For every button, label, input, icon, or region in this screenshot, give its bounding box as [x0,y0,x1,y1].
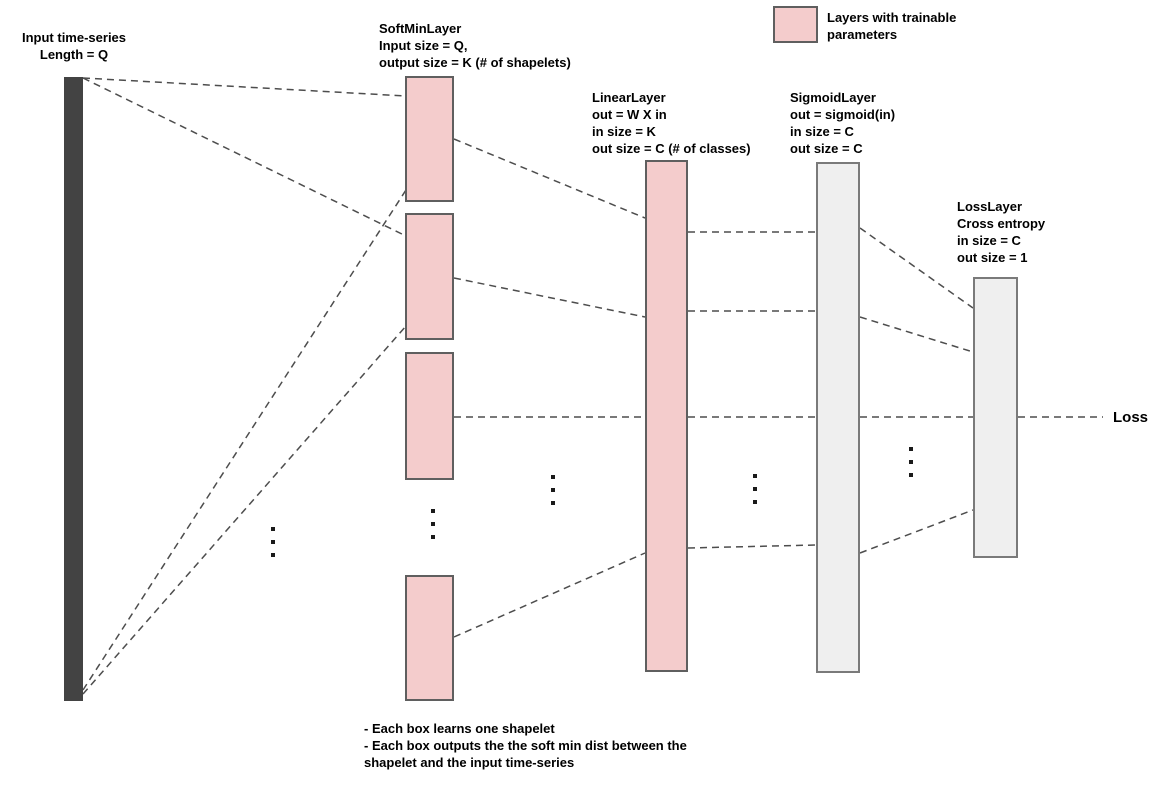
softmin-box-2 [405,213,454,340]
sigmoid-label-line2: out = sigmoid(in) [790,107,896,122]
notes-line2: - Each box outputs the the soft min dist… [364,738,687,753]
connection-line [859,316,974,353]
linear-label-line4: out size = C (# of classes) [592,141,751,156]
connection-line [453,277,646,318]
connection-line [82,77,407,237]
ellipsis-dot [753,487,757,491]
notes: - Each box learns one shapelet - Each bo… [364,720,687,771]
ellipsis-dot [551,501,555,505]
connection-line [687,544,817,549]
connection-line [453,552,646,638]
ellipsis-dot [551,475,555,479]
ellipsis-dot [753,500,757,504]
softmin-box-4 [405,575,454,701]
vertical-ellipsis [271,527,275,557]
ellipsis-dot [909,447,913,451]
softmin-label-line2: Input size = Q, [379,38,468,53]
sigmoid-label-line1: SigmoidLayer [790,90,876,105]
linear-label: LinearLayer out = W X in in size = K out… [592,89,751,157]
ellipsis-dot [909,473,913,477]
ellipsis-dot [753,474,757,478]
sigmoid-label: SigmoidLayer out = sigmoid(in) in size =… [790,89,895,157]
loss-layer-label: LossLayer Cross entropy in size = C out … [957,198,1045,266]
softmin-box-1 [405,76,454,202]
ellipsis-dot [551,488,555,492]
ellipsis-dot [271,527,275,531]
softmin-label: SoftMinLayer Input size = Q, output size… [379,20,571,71]
ellipsis-dot [431,522,435,526]
vertical-ellipsis [551,475,555,505]
legend-swatch [773,6,818,43]
ellipsis-dot [271,540,275,544]
loss-layer-label-line3: in size = C [957,233,1021,248]
input-label-line1: Input time-series [21,30,127,45]
softmin-box-3 [405,352,454,480]
loss-layer-label-line4: out size = 1 [957,250,1028,265]
legend-label-line1: Layers with trainable [827,10,957,25]
loss-output-label: Loss [1113,409,1149,426]
notes-line1: - Each box learns one shapelet [364,721,555,736]
notes-line3: shapelet and the input time-series [364,755,575,770]
vertical-ellipsis [753,474,757,504]
linear-label-line1: LinearLayer [592,90,666,105]
input-label: Input time-series Length = Q [10,29,138,63]
connection-line [82,189,407,691]
loss-layer-label-line2: Cross entropy [957,216,1046,231]
ellipsis-dot [431,535,435,539]
ellipsis-dot [431,509,435,513]
ellipsis-dot [909,460,913,464]
legend-label: Layers with trainable parameters [827,9,956,43]
linear-layer-box [645,160,688,672]
connection-line [82,77,407,97]
linear-label-line2: out = W X in [592,107,667,122]
legend-label-line2: parameters [827,27,898,42]
linear-label-line3: in size = K [592,124,656,139]
connection-line [82,325,407,695]
vertical-ellipsis [431,509,435,539]
loss-layer-box [973,277,1018,558]
connection-line [859,509,974,554]
ellipsis-dot [271,553,275,557]
sigmoid-label-line4: out size = C [790,141,863,156]
sigmoid-label-line3: in size = C [790,124,854,139]
input-time-series-bar [64,77,83,701]
loss-layer-label-line1: LossLayer [957,199,1023,214]
softmin-label-line1: SoftMinLayer [379,21,462,36]
input-label-line2: Length = Q [39,47,109,62]
sigmoid-layer-box [816,162,860,673]
vertical-ellipsis [909,447,913,477]
softmin-label-line3: output size = K (# of shapelets) [379,55,571,70]
